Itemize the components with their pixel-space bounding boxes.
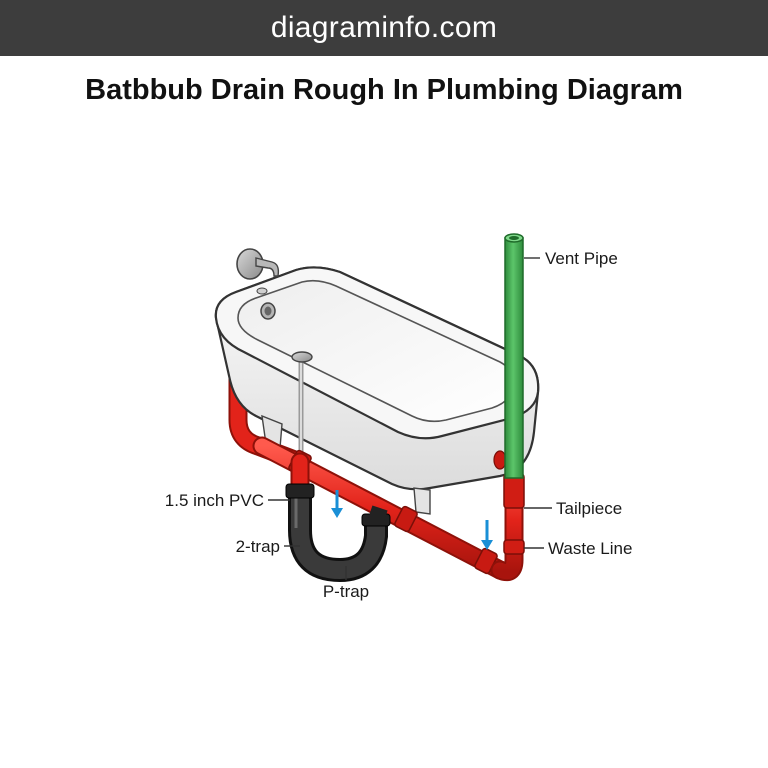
flow-arrow-left: [331, 490, 343, 518]
site-name: diagraminfo.com: [270, 11, 498, 44]
flow-arrow-right: [481, 520, 493, 550]
label-p-trap: P-trap: [323, 582, 369, 601]
label-two-trap: 2-trap: [236, 537, 280, 556]
label-tailpiece: Tailpiece: [556, 499, 622, 518]
p-trap: [285, 483, 391, 583]
flow-arrows: [331, 490, 493, 550]
site-banner: diagraminfo.com: [0, 0, 768, 56]
label-vent-pipe: Vent Pipe: [545, 249, 618, 268]
drain-stopper: [291, 351, 313, 462]
leader-lines: [268, 257, 552, 580]
label-waste-line: Waste Line: [548, 539, 632, 558]
diagram-title: Batbbub Drain Rough In Plumbing Diagram: [85, 74, 683, 106]
waste-line-pipe: [252, 436, 510, 580]
tailpiece-pipe: [490, 450, 525, 582]
faucet-spout: [236, 248, 280, 280]
label-pvc: 1.5 inch PVC: [165, 491, 264, 510]
bathtub: [214, 266, 540, 515]
vent-pipe: [504, 233, 524, 479]
